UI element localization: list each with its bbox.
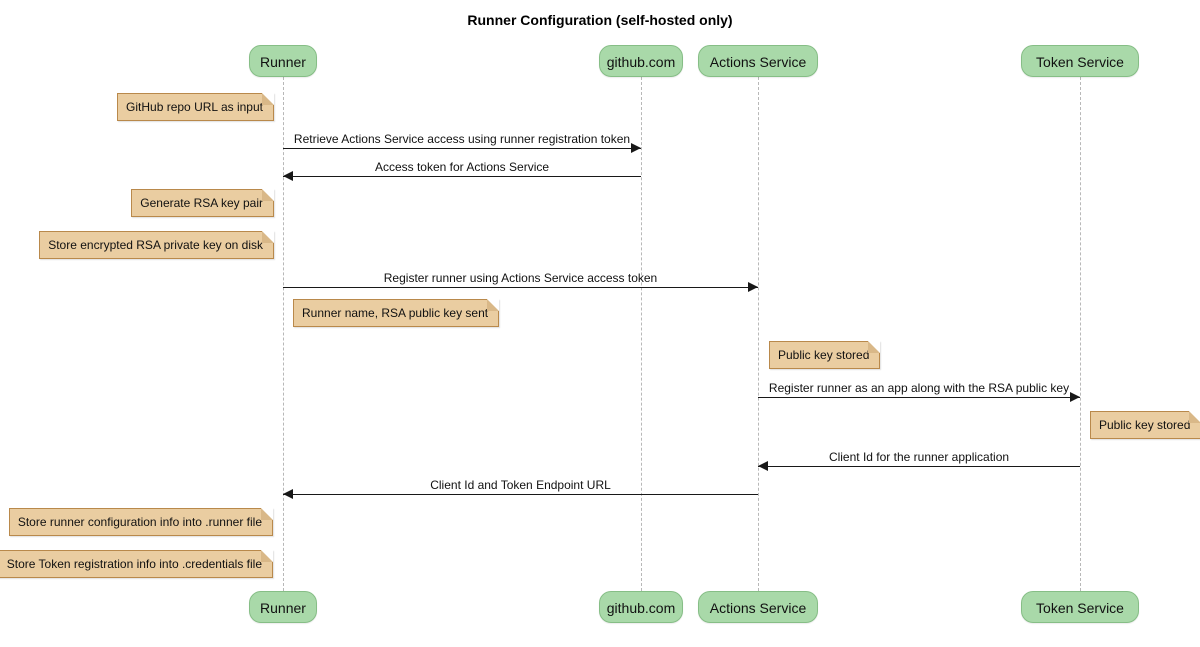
message-label: Access token for Actions Service: [374, 160, 550, 174]
message-client-id: Client Id for the runner application: [758, 448, 1080, 471]
note-fold-icon: [261, 550, 273, 562]
lifeline-token-service: [1080, 77, 1081, 591]
note-text: Runner name, RSA public key sent: [302, 306, 489, 320]
message-label: Register runner as an app along with the…: [768, 381, 1070, 395]
participant-actions-service-top: Actions Service: [698, 45, 818, 77]
note-github-repo-url: GitHub repo URL as input: [117, 93, 274, 121]
note-text: Public key stored: [778, 348, 870, 362]
note-generate-rsa-key-pair: Generate RSA key pair: [131, 189, 274, 217]
lifeline-runner: [283, 77, 284, 591]
message-client-id-endpoint: Client Id and Token Endpoint URL: [283, 476, 758, 499]
participant-runner-bottom: Runner: [249, 591, 317, 623]
arrowhead-right-icon: [1070, 392, 1080, 402]
participant-token-service-top: Token Service: [1021, 45, 1139, 77]
note-text: Store runner configuration info into .ru…: [17, 515, 262, 529]
note-text: GitHub repo URL as input: [126, 100, 263, 114]
arrowhead-right-icon: [631, 143, 641, 153]
arrowhead-left-icon: [283, 171, 293, 181]
arrowhead-right-icon: [748, 282, 758, 292]
diagram-title: Runner Configuration (self-hosted only): [467, 12, 733, 28]
note-fold-icon: [262, 189, 274, 201]
message-register-app: Register runner as an app along with the…: [758, 379, 1080, 402]
message-label: Register runner using Actions Service ac…: [383, 271, 658, 285]
message-access-token: Access token for Actions Service: [283, 158, 641, 181]
message-label: Client Id for the runner application: [828, 450, 1010, 464]
note-fold-icon: [487, 299, 500, 311]
note-runner-name-sent: Runner name, RSA public key sent: [293, 299, 500, 327]
note-fold-icon: [262, 231, 274, 243]
note-public-key-stored-token: Public key stored: [1090, 411, 1200, 439]
message-label: Client Id and Token Endpoint URL: [430, 478, 611, 492]
note-text: Generate RSA key pair: [140, 196, 263, 210]
arrowhead-left-icon: [758, 461, 768, 471]
participant-runner-top: Runner: [249, 45, 317, 77]
note-text: Store Token registration info into .cred…: [6, 557, 262, 571]
note-text: Store encrypted RSA private key on disk: [48, 238, 263, 252]
note-fold-icon: [1189, 411, 1200, 423]
participant-actions-service-bottom: Actions Service: [698, 591, 818, 623]
note-fold-icon: [262, 93, 274, 105]
participant-github-top: github.com: [599, 45, 683, 77]
note-fold-icon: [868, 341, 881, 353]
note-fold-icon: [261, 508, 273, 520]
note-text: Public key stored: [1099, 418, 1191, 432]
lifeline-actions-service: [758, 77, 759, 591]
note-public-key-stored-actions: Public key stored: [769, 341, 881, 369]
participant-github-bottom: github.com: [599, 591, 683, 623]
note-store-credentials-file: Store Token registration info into .cred…: [0, 550, 273, 578]
lifeline-github: [641, 77, 642, 591]
message-retrieve-actions-access: Retrieve Actions Service access using ru…: [283, 130, 641, 153]
note-store-runner-file: Store runner configuration info into .ru…: [8, 508, 273, 536]
participant-token-service-bottom: Token Service: [1021, 591, 1139, 623]
message-register-runner: Register runner using Actions Service ac…: [283, 269, 758, 292]
arrowhead-left-icon: [283, 489, 293, 499]
message-label: Retrieve Actions Service access using ru…: [293, 132, 631, 146]
note-store-private-key: Store encrypted RSA private key on disk: [39, 231, 274, 259]
